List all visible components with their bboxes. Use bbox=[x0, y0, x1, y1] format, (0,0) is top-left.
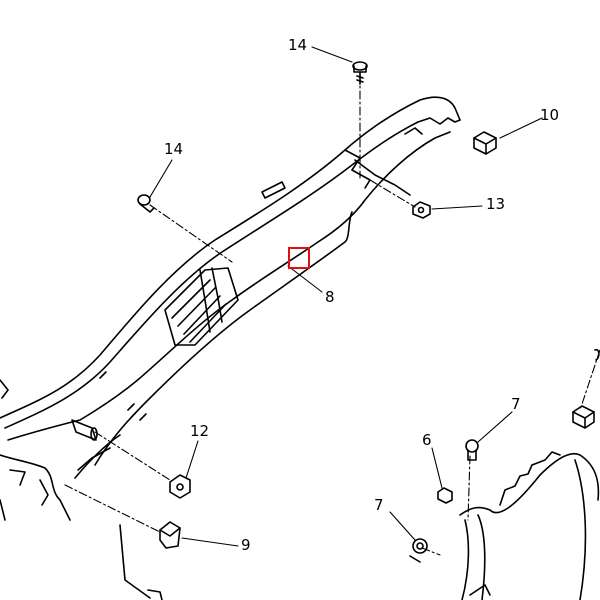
front-panel-fragment bbox=[0, 379, 163, 600]
assembly-leader-lines bbox=[64, 74, 600, 556]
callout-6[interactable]: 6 bbox=[422, 431, 432, 449]
damper-12[interactable] bbox=[71, 419, 98, 441]
callout-leaders bbox=[149, 46, 543, 547]
screw-14-left[interactable] bbox=[137, 194, 155, 213]
nut-12[interactable] bbox=[169, 474, 191, 499]
callout-14-top[interactable]: 14 bbox=[288, 36, 308, 54]
callout-14-left[interactable]: 14 bbox=[164, 140, 184, 158]
screw-7-upper[interactable] bbox=[465, 439, 479, 461]
callout-10[interactable]: 10 bbox=[540, 106, 560, 124]
callout-8[interactable]: 8 bbox=[325, 288, 335, 306]
nut-6[interactable] bbox=[437, 487, 453, 504]
screw-7-lower[interactable] bbox=[409, 538, 428, 563]
selection-highlight-box[interactable] bbox=[288, 247, 310, 269]
screw-14-top[interactable] bbox=[352, 61, 368, 85]
callout-12[interactable]: 12 bbox=[190, 422, 210, 440]
callout-9[interactable]: 9 bbox=[241, 536, 251, 554]
rear-panel-fragment bbox=[459, 451, 600, 600]
partial-callout-mark bbox=[594, 348, 600, 361]
side-cover-part-8[interactable] bbox=[0, 96, 461, 479]
callout-7-lower[interactable]: 7 bbox=[374, 496, 384, 514]
callout-7-upper[interactable]: 7 bbox=[511, 395, 521, 413]
grommet-10[interactable] bbox=[473, 131, 497, 155]
grommet-right[interactable] bbox=[572, 405, 595, 429]
callout-13[interactable]: 13 bbox=[486, 195, 506, 213]
clip-9[interactable] bbox=[159, 521, 181, 549]
nut-13[interactable] bbox=[412, 201, 431, 219]
